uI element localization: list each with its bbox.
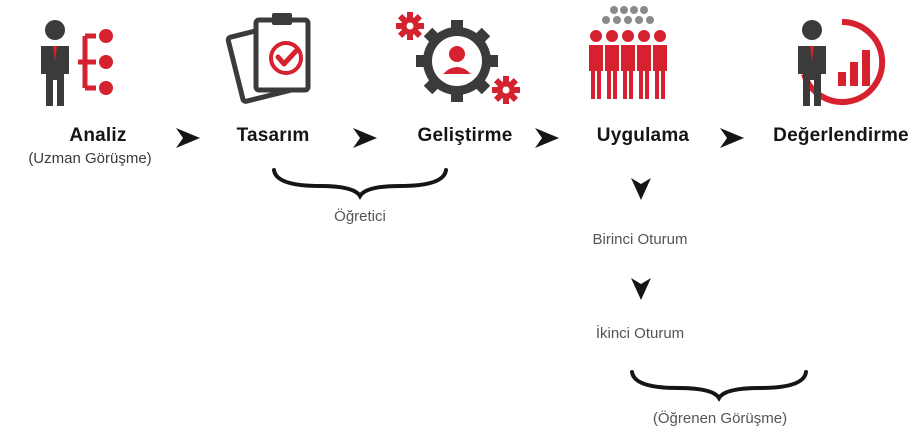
- curly-brace-icon: [270, 166, 450, 200]
- step-title-degerlendirme: Değerlendirme: [773, 125, 909, 146]
- brace-label-ogrenen-gorusme: (Öğrenen Görüşme): [652, 410, 788, 427]
- arrow-right-icon: [535, 128, 559, 148]
- step-title-uygulama: Uygulama: [596, 125, 690, 146]
- arrow-right-icon: [720, 128, 744, 148]
- clipboard-check-icon: [224, 8, 324, 108]
- step-title-gelistirme: Geliştirme: [417, 125, 513, 146]
- step-title-analiz: Analiz: [69, 125, 127, 146]
- arrow-down-icon: [631, 278, 651, 300]
- gears-user-icon: [392, 8, 524, 112]
- step-title-tasarim: Tasarım: [236, 125, 310, 146]
- curly-brace-icon: [628, 368, 810, 402]
- arrow-down-icon: [631, 178, 651, 200]
- analyst-hierarchy-icon: [38, 16, 138, 108]
- analyst-chart-icon: [796, 16, 888, 108]
- step-subtitle-analiz: (Uzman Görüşme): [28, 150, 152, 167]
- brace-label-ogretici: Öğretici: [334, 208, 386, 225]
- session-label-1: Birinci Oturum: [592, 231, 688, 248]
- arrow-right-icon: [176, 128, 200, 148]
- session-label-2: İkinci Oturum: [595, 325, 685, 342]
- group-people-icon: [586, 4, 670, 108]
- arrow-right-icon: [353, 128, 377, 148]
